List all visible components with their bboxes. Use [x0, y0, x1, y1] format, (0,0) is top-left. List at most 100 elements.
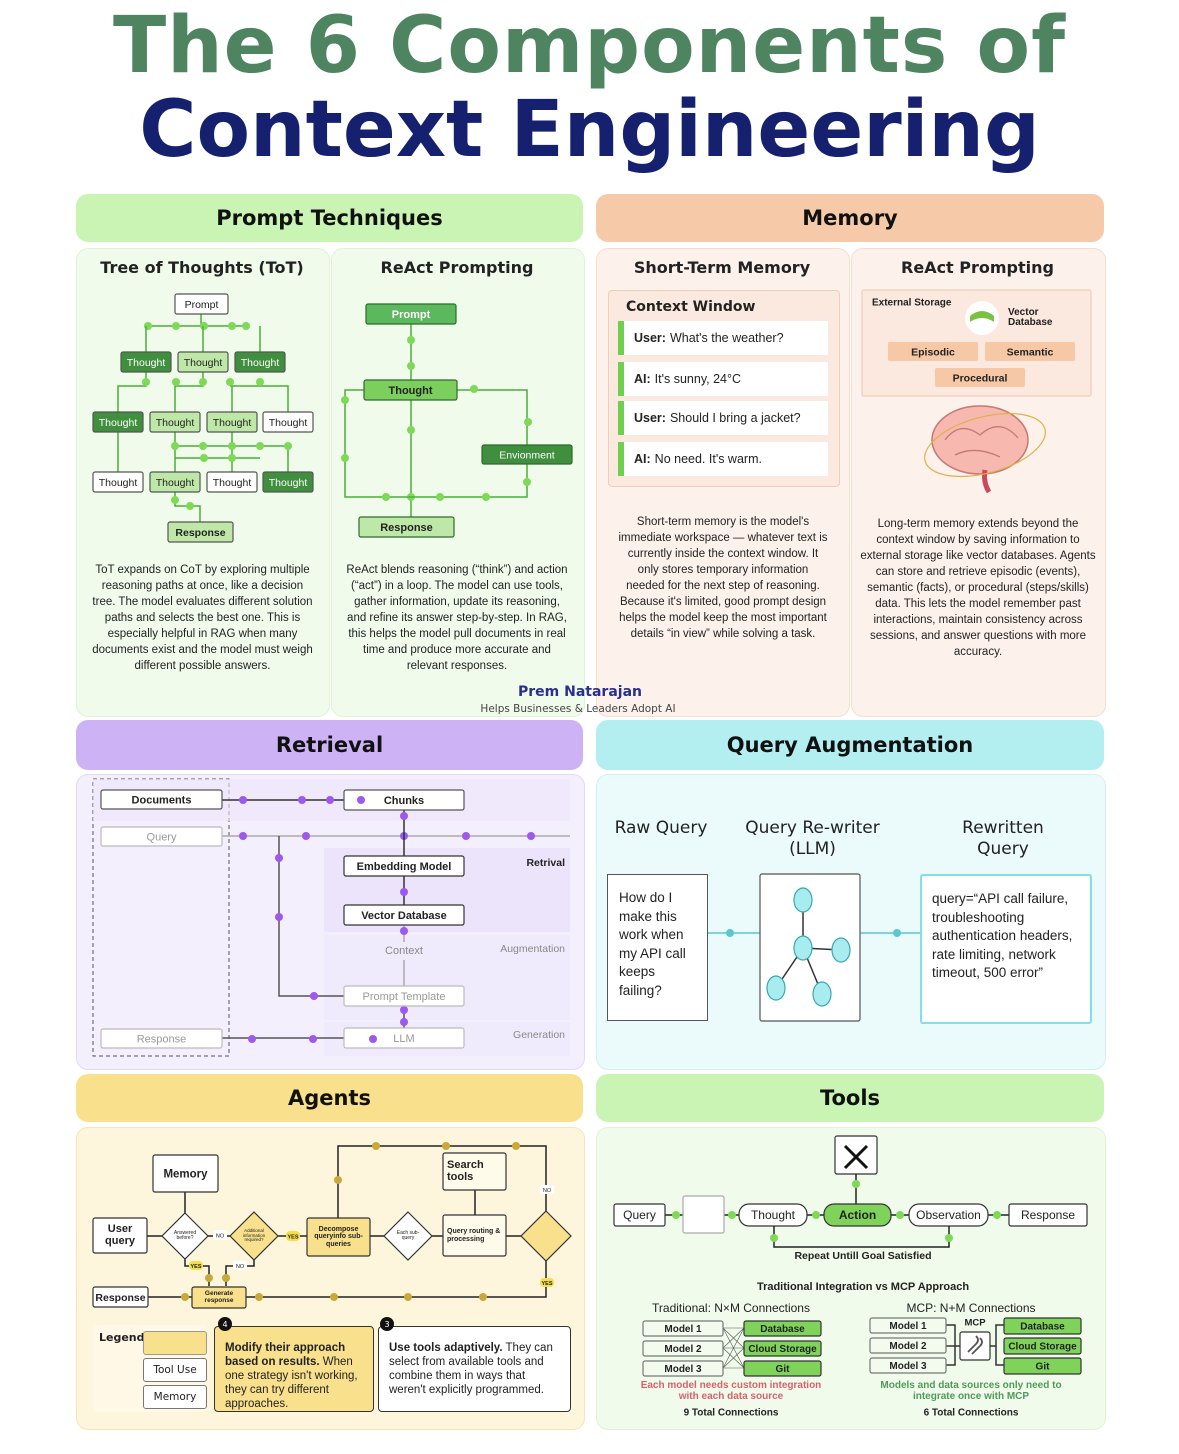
query-node-label: Query: [147, 831, 177, 843]
connector-dot: [310, 992, 318, 1000]
tag-procedural: [935, 368, 1025, 387]
connector-dot: [326, 796, 334, 804]
mcp-note-wrap: Models and data sources only need to int…: [880, 1380, 1062, 1402]
react-thought-node: [363, 379, 458, 401]
mcp-note: Models and data sources only need to int…: [880, 1380, 1062, 1402]
traditional-source-node-label: Git: [776, 1364, 791, 1375]
tot-thought-node: [262, 471, 314, 493]
tot-title: Tree of Thoughts (ToT): [100, 258, 304, 277]
mcp-logo-icon: [967, 1335, 983, 1355]
tot-thought-node-label: Thought: [213, 477, 252, 489]
additional-info-diamond: [229, 1211, 279, 1261]
connector-dot: [993, 1211, 1001, 1219]
traditional-source-node: [743, 1340, 822, 1357]
connector-dot: [407, 336, 415, 344]
connector-dot: [470, 385, 478, 393]
connector-line: [278, 836, 344, 997]
no-tag-2: [233, 1261, 247, 1270]
connector-dot: [199, 378, 207, 386]
traditional-model-node-label: Model 2: [664, 1344, 702, 1355]
tot-thought-node: [149, 471, 201, 493]
connector-dot: [172, 378, 180, 386]
mcp-title: MCP: N+M Connections: [906, 1301, 1035, 1315]
mcp-source-node-label: Database: [1020, 1322, 1065, 1333]
llm-node: [343, 1027, 465, 1049]
tag-semantic-label: Semantic: [1007, 346, 1054, 358]
connector-dot: [436, 493, 444, 501]
connector-dot: [226, 378, 234, 386]
vector-database-node-label: Vector Database: [361, 910, 447, 922]
tot-thought-node-label: Thought: [213, 417, 252, 429]
connector-dot: [275, 854, 283, 862]
message-ai-2: AI:No need. It's warm.: [618, 442, 828, 476]
agent-memory-node: [152, 1154, 219, 1193]
flow-response-node: [1008, 1203, 1088, 1227]
generate-response-label-wrap: Generate response: [205, 1290, 234, 1304]
raw-query-box: How do I make this work when my API call…: [607, 874, 708, 1021]
traditional-note: Each model needs custom integration with…: [640, 1380, 822, 1402]
long-term-description: Long-term memory extends beyond the cont…: [860, 518, 1096, 658]
connector-dot: [400, 927, 408, 935]
tot-thought-node: [177, 351, 229, 373]
agent-memory-node-label: Memory: [163, 1169, 208, 1181]
decompose-label-wrap: Decompose queryinfo sub-queries: [314, 1226, 363, 1248]
nxm-connection: [722, 1327, 745, 1349]
connector-dot: [309, 1035, 317, 1043]
traditional-model-node-label: Model 3: [664, 1364, 702, 1375]
panel-react: [331, 248, 585, 717]
agent-response-node-label: Response: [95, 1292, 145, 1304]
search-tools-label-wrap: Search tools: [447, 1159, 484, 1182]
connector-dot: [171, 442, 179, 450]
brain-icon: [931, 405, 1029, 475]
brain-folds: [944, 426, 1019, 458]
embedding-model-node: [343, 855, 465, 877]
react-response-node: [358, 516, 455, 538]
yes-tag-2: [189, 1261, 203, 1270]
connector-dot: [945, 1234, 953, 1242]
tot-thought-node-label: Thought: [156, 477, 195, 489]
mcp-model-node: [869, 1337, 947, 1354]
no-tag-3-label: NO: [543, 1188, 552, 1194]
connector-dot: [144, 322, 152, 330]
llm-node-label: LLM: [393, 1033, 414, 1045]
connector-dot: [205, 1274, 213, 1282]
header-retrieval: Retrieval: [76, 720, 583, 770]
connector-dot: [512, 1142, 520, 1150]
connector-dot: [400, 888, 408, 896]
short-term-title: Short-Term Memory: [633, 258, 811, 277]
tot-prompt-node: [174, 293, 229, 315]
mcp-source-node-label: Cloud Storage: [1008, 1342, 1077, 1353]
vector-database-label: Vector Database: [1008, 306, 1053, 328]
yes-tag-3-label: YES: [541, 1281, 552, 1287]
response-node: [100, 1028, 223, 1049]
rewriter-label: Query Re-writer (LLM): [745, 818, 880, 859]
rewritten-query-box: query=“API call failure, troubleshooting…: [920, 874, 1092, 1024]
react-thought-node-label: Thought: [389, 385, 433, 397]
traditional-source-node-label: Cloud Storage: [748, 1344, 817, 1355]
stage-retrieval-label: Retrival: [526, 857, 565, 869]
tot-thought-node-label: Thought: [156, 417, 195, 429]
message-ai-1: AI:It's sunny, 24°C: [618, 362, 828, 396]
connector-dot: [256, 378, 264, 386]
tot-description: ToT expands on CoT by exploring multiple…: [92, 564, 313, 672]
header-tools: Tools: [596, 1074, 1104, 1122]
connector-dot: [527, 832, 535, 840]
connector-dot: [228, 454, 236, 462]
connector-line: [117, 372, 147, 412]
mcp-model-node: [869, 1317, 947, 1334]
additional-info-label-wrap: Additional information required?: [243, 1228, 265, 1242]
answered-before-label-wrap: Answered before?: [174, 1230, 196, 1241]
tot-response-node-label: Response: [175, 527, 225, 539]
rewritten-query-label: Rewritten Query: [962, 818, 1044, 859]
each-subquery-diamond: [383, 1211, 433, 1261]
connector-dot: [239, 796, 247, 804]
embedding-model-node-label: Embedding Model: [357, 861, 452, 873]
connector-dot: [171, 496, 179, 504]
flow-thought-node-label: Thought: [751, 1208, 796, 1222]
connector-dot: [482, 493, 490, 501]
connector-line: [457, 389, 528, 445]
connector-dot: [893, 929, 901, 937]
connector-dot: [400, 1018, 408, 1026]
prompt-template-node-label: Prompt Template: [363, 991, 446, 1003]
connector-dot: [407, 426, 415, 434]
